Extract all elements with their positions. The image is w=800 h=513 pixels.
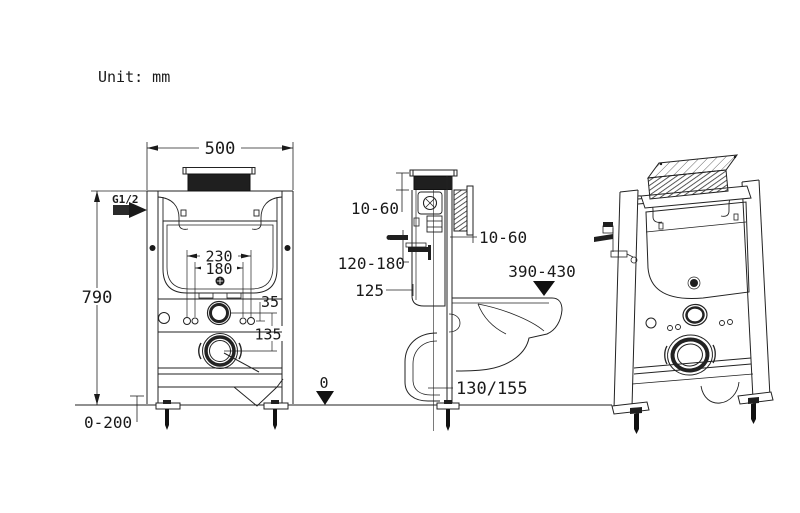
access-shaft-front bbox=[187, 173, 251, 192]
inlet-valve-3d bbox=[594, 222, 638, 264]
dim-outlet-height: 130/155 bbox=[456, 379, 528, 399]
dim-pan-height: 390-430 bbox=[508, 262, 575, 281]
dim-fixing-inner: 180 bbox=[205, 260, 232, 278]
adjustable-foot-side bbox=[436, 400, 460, 431]
pan-height-datum-triangle-icon bbox=[533, 281, 555, 296]
dim-frame-depth: 125 bbox=[355, 281, 384, 300]
dim-foot-range: 0-200 bbox=[84, 413, 132, 432]
side-view bbox=[386, 169, 563, 431]
dim-inlet-height: 120-180 bbox=[338, 254, 405, 273]
access-shaft-3d-front bbox=[647, 169, 729, 200]
dim-flush-to-drain: 135 bbox=[254, 326, 281, 344]
access-shaft-side bbox=[413, 176, 453, 190]
datum-triangle-icon bbox=[316, 391, 334, 405]
dim-frame-height: 790 bbox=[82, 288, 113, 308]
unit-label: Unit: mm bbox=[98, 68, 170, 86]
flush-plate-side bbox=[453, 189, 468, 232]
adjustable-foot-3d-right bbox=[737, 391, 774, 424]
water-inlet-arrow-icon bbox=[113, 202, 147, 218]
dim-flush-to-fixing: 35 bbox=[261, 293, 279, 311]
dim-water-inlet: G1/2 bbox=[112, 193, 139, 206]
adjustable-foot-3d-left bbox=[611, 401, 650, 434]
dim-finish-depth-top: 10-60 bbox=[351, 199, 399, 218]
dim-frame-width: 500 bbox=[205, 139, 236, 159]
front-view bbox=[82, 139, 334, 430]
adjustable-foot-right bbox=[263, 400, 289, 430]
dim-floor-datum: 0 bbox=[319, 374, 328, 392]
dim-fixing-outer: 230 bbox=[205, 248, 232, 266]
dim-finish-depth-plate: 10-60 bbox=[479, 228, 527, 247]
adjustable-foot-left bbox=[155, 400, 181, 430]
wall-hung-pan-outline bbox=[448, 297, 563, 372]
perspective-view bbox=[594, 154, 774, 434]
